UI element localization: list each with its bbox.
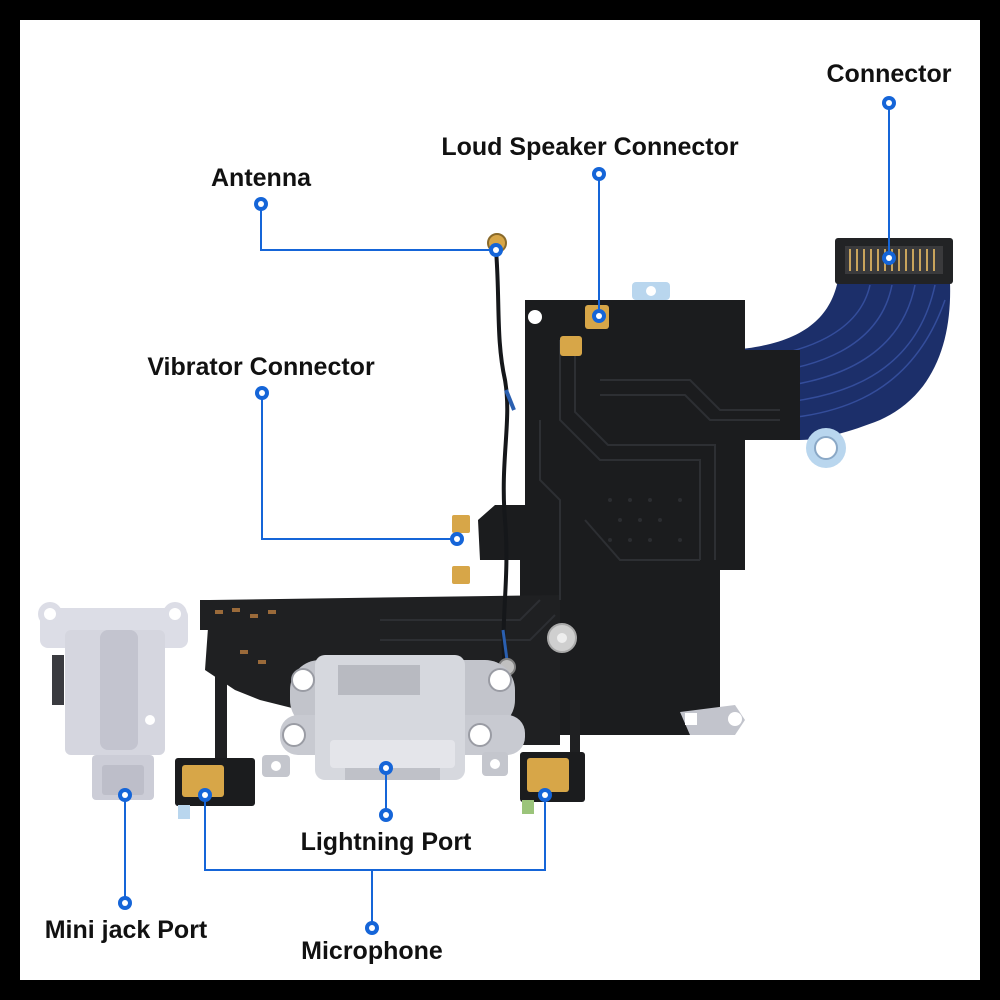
callout-dot bbox=[255, 386, 269, 400]
callout-dot bbox=[592, 167, 606, 181]
vibrator-connector-label: Vibrator Connector bbox=[147, 353, 375, 381]
vibrator-contact-pad bbox=[452, 515, 470, 533]
callout-dot bbox=[118, 788, 132, 802]
mini-jack-port-label: Mini jack Port bbox=[45, 916, 208, 944]
antenna-label: Antenna bbox=[211, 164, 312, 192]
callout-dot bbox=[882, 251, 896, 265]
callout-dots bbox=[118, 96, 896, 935]
right-microphone bbox=[520, 752, 585, 814]
callout-dot bbox=[538, 788, 552, 802]
callout-lines bbox=[124, 103, 890, 928]
loud-speaker-connector-label: Loud Speaker Connector bbox=[441, 133, 739, 161]
callout-dot bbox=[254, 197, 268, 211]
callout-labels: Connector Loud Speaker Connector Antenna… bbox=[45, 60, 952, 965]
white-canvas bbox=[20, 20, 980, 980]
callout-dot bbox=[450, 532, 464, 546]
callout-dot bbox=[365, 921, 379, 935]
callout-dot bbox=[198, 788, 212, 802]
charging-port-flex-cable bbox=[38, 233, 953, 819]
microphone-label: Microphone bbox=[301, 937, 443, 965]
vibrator-leader-line bbox=[261, 393, 457, 540]
microphone-leader-line bbox=[204, 795, 546, 871]
antenna-cable bbox=[494, 249, 510, 671]
connector-label: Connector bbox=[827, 60, 952, 88]
callout-dot bbox=[118, 896, 132, 910]
lightning-port-connector bbox=[280, 655, 525, 780]
antenna-leader-line bbox=[260, 204, 496, 251]
lightning-port-label: Lightning Port bbox=[301, 828, 472, 856]
callout-dot bbox=[379, 761, 393, 775]
left-microphone bbox=[175, 758, 255, 819]
mini-jack-housing bbox=[38, 602, 188, 800]
callout-dot bbox=[489, 243, 503, 257]
callout-dot bbox=[379, 808, 393, 822]
callout-dot bbox=[882, 96, 896, 110]
callout-dot bbox=[592, 309, 606, 323]
